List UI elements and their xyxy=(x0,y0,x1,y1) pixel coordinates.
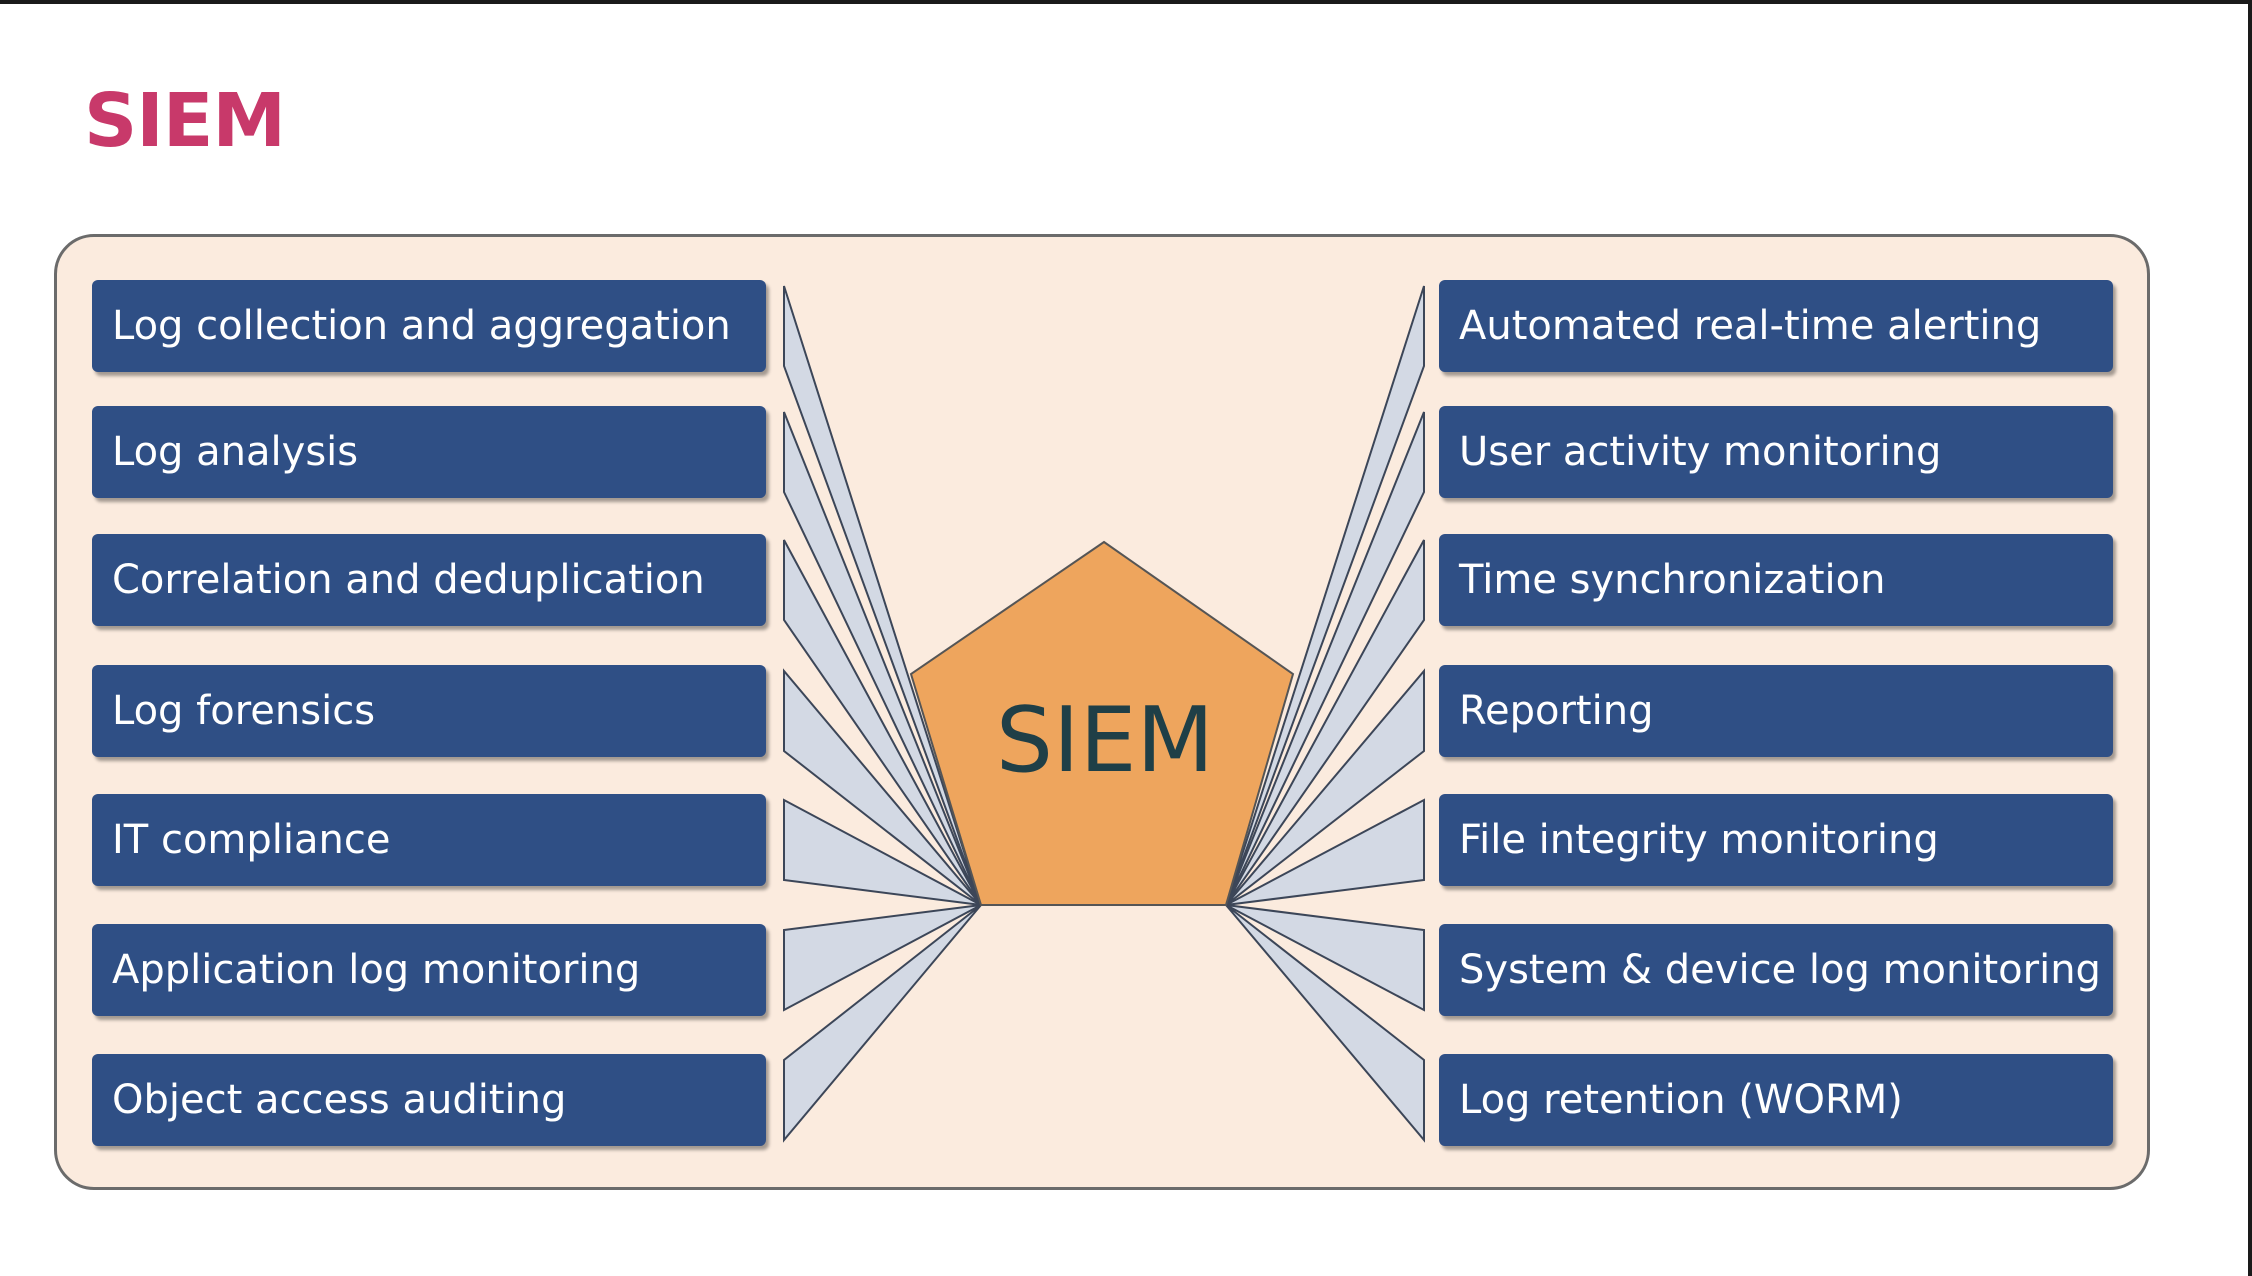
right-item-0: Automated real-time alerting xyxy=(1439,280,2113,372)
left-item-4: IT compliance xyxy=(92,794,766,886)
left-fan-2 xyxy=(783,539,982,906)
right-item-label: User activity monitoring xyxy=(1459,429,1942,475)
right-item-label: System & device log monitoring xyxy=(1459,947,2101,993)
top-border xyxy=(0,0,2252,4)
left-item-label: Object access auditing xyxy=(112,1077,567,1123)
left-item-label: Application log monitoring xyxy=(112,947,641,993)
right-item-3: Reporting xyxy=(1439,665,2113,757)
left-connector-fans xyxy=(783,285,982,1143)
right-fan-3 xyxy=(1225,668,1425,906)
center-label: SIEM xyxy=(995,688,1215,793)
left-item-5: Application log monitoring xyxy=(92,924,766,1016)
right-item-6: Log retention (WORM) xyxy=(1439,1054,2113,1146)
left-fan-1 xyxy=(783,411,982,906)
right-item-5: System & device log monitoring xyxy=(1439,924,2113,1016)
right-fan-4 xyxy=(1225,798,1425,906)
right-item-label: Reporting xyxy=(1459,688,1654,734)
right-item-4: File integrity monitoring xyxy=(1439,794,2113,886)
left-item-label: Log collection and aggregation xyxy=(112,303,731,349)
left-item-0: Log collection and aggregation xyxy=(92,280,766,372)
left-item-label: IT compliance xyxy=(112,817,391,863)
right-item-label: File integrity monitoring xyxy=(1459,817,1939,863)
left-item-1: Log analysis xyxy=(92,406,766,498)
right-edge xyxy=(2248,0,2252,1276)
left-fan-6 xyxy=(783,904,982,1143)
left-item-label: Log forensics xyxy=(112,688,376,734)
center-pentagon xyxy=(909,540,1295,906)
left-fan-0 xyxy=(783,285,982,906)
left-item-label: Correlation and deduplication xyxy=(112,557,705,603)
right-connector-fans xyxy=(1225,285,1425,1143)
right-fan-5 xyxy=(1225,904,1425,1012)
right-item-2: Time synchronization xyxy=(1439,534,2113,626)
right-item-label: Time synchronization xyxy=(1459,557,1886,603)
right-item-label: Automated real-time alerting xyxy=(1459,303,2042,349)
left-fan-4 xyxy=(783,798,982,906)
left-item-6: Object access auditing xyxy=(92,1054,766,1146)
right-fan-6 xyxy=(1225,904,1425,1143)
right-fan-1 xyxy=(1225,411,1425,906)
left-fan-5 xyxy=(783,904,982,1012)
left-item-3: Log forensics xyxy=(92,665,766,757)
right-item-label: Log retention (WORM) xyxy=(1459,1077,1903,1123)
right-fan-0 xyxy=(1225,285,1425,906)
left-item-label: Log analysis xyxy=(112,429,359,475)
slide-title: SIEM xyxy=(84,78,286,164)
right-item-1: User activity monitoring xyxy=(1439,406,2113,498)
left-fan-3 xyxy=(783,668,982,906)
left-item-2: Correlation and deduplication xyxy=(92,534,766,626)
right-fan-2 xyxy=(1225,539,1425,906)
